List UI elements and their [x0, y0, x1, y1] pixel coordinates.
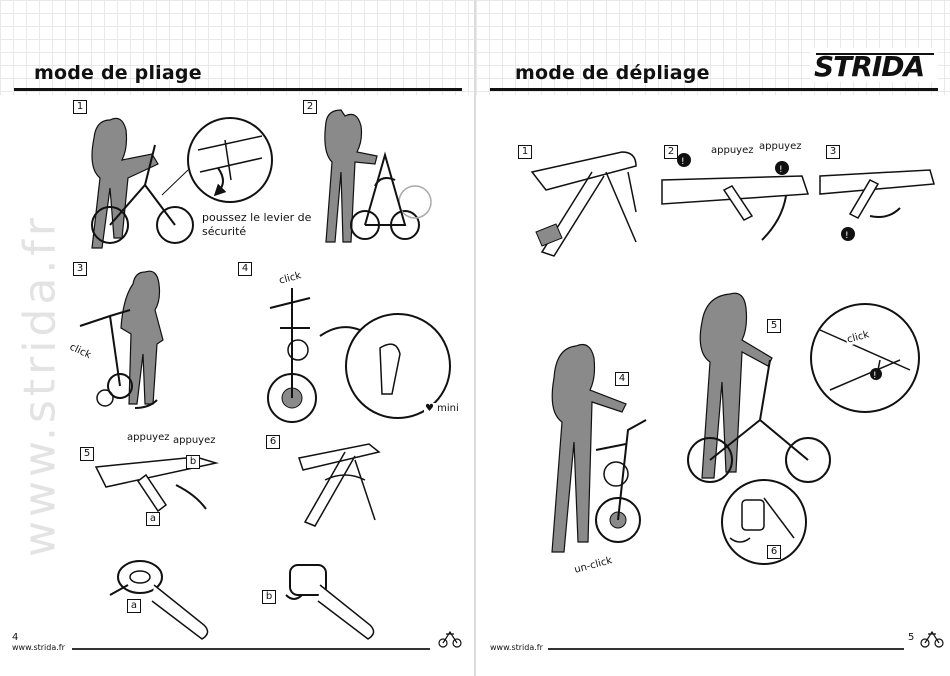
side-watermark: www.strida.fr [15, 196, 66, 576]
illustration-step-5-fold [96, 445, 226, 520]
illustration-detail-b [280, 555, 390, 645]
footer-rule-right [548, 648, 904, 650]
svg-text:!: ! [681, 157, 685, 167]
mini-label: ♥ mini [424, 403, 460, 414]
page-number-right: 5 [908, 632, 914, 643]
mini-label-text: mini [437, 403, 459, 414]
bike-icon-left [438, 630, 462, 648]
label-a-step-5: a [146, 512, 160, 526]
illustration-unfold-step-4 [536, 340, 666, 550]
illustration-step-6-fold [295, 440, 395, 530]
illustration-unfold-step-5: ! [690, 290, 940, 490]
illustration-unfold-step-6 [720, 478, 810, 568]
title-rule-right [490, 88, 938, 91]
label-b-step-5: b [186, 455, 200, 469]
footer-url-left: www.strida.fr [12, 643, 65, 652]
illustration-unfold-step-1 [532, 142, 652, 257]
svg-text:!: ! [779, 165, 783, 175]
step-2-right: 2 [664, 145, 678, 159]
step-5-left: 5 [80, 447, 94, 461]
svg-text:!: ! [845, 231, 849, 241]
label-b-detail: b [262, 590, 276, 604]
footer-rule-left [72, 648, 430, 650]
strida-logo: STRIDA [810, 48, 938, 82]
appuyez-label-2-right: appuyez [758, 141, 802, 152]
step-6-right: 6 [767, 545, 781, 559]
appuyez-label-1-right: appuyez [710, 145, 754, 156]
step-1-right: 1 [518, 145, 532, 159]
svg-text:!: ! [873, 371, 877, 381]
title-rule-left [14, 88, 462, 91]
illustration-step-3-fold [75, 268, 185, 418]
label-a-detail: a [127, 599, 141, 613]
illustration-unfold-step-3: ! [820, 160, 940, 245]
page-title-left: mode de pliage [34, 62, 202, 84]
step-6-left: 6 [266, 435, 280, 449]
illustration-step-2-fold [310, 110, 460, 240]
page-number-left: 4 [12, 632, 18, 643]
footer-url-right: www.strida.fr [490, 643, 543, 652]
illustration-unfold-step-2: ! ! [662, 160, 812, 250]
right-page: mode de dépliage 1 2 appuyez appuyez ! !… [476, 0, 950, 676]
page-title-right: mode de dépliage [515, 62, 710, 84]
left-page: mode de pliage www.strida.fr 1 poussez l… [0, 0, 474, 676]
appuyez-label-1-left: appuyez [126, 432, 170, 443]
step-3-right: 3 [826, 145, 840, 159]
caption-safety-lever: poussez le levier de sécurité [202, 211, 312, 239]
bike-icon-right [920, 630, 944, 648]
